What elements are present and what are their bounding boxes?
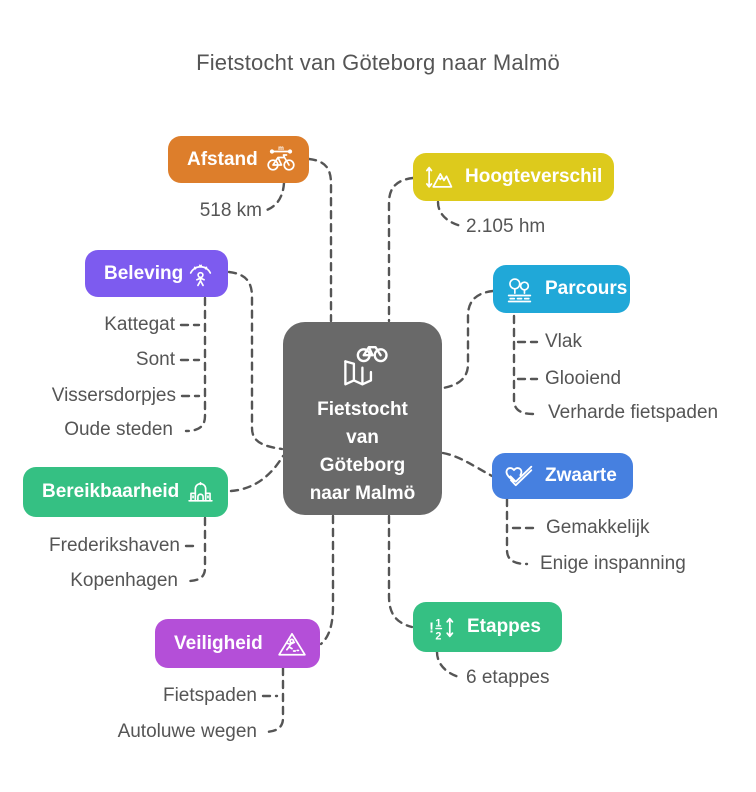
item-hoogteverschil-0: 2.105 hm — [466, 216, 546, 237]
connector-veiligheid-center — [319, 514, 335, 646]
station-building-icon — [188, 481, 213, 502]
item-parcours-1: Glooiend — [545, 368, 622, 389]
connector-hoogteverschil-item — [436, 200, 463, 228]
center-node: Fietstocht van Göteborg naar Malmö — [283, 322, 442, 515]
svg-text:♥: ♥ — [204, 265, 208, 272]
connector-etappes-item — [435, 650, 461, 679]
item-veiligheid-1: Autoluwe wegen — [117, 721, 257, 742]
branch-etappes: ! 1 2 Etappes — [413, 602, 562, 652]
branch-veiligheid: Veiligheid — [155, 619, 320, 668]
item-beleving-1: Sont — [135, 349, 175, 370]
item-parcours-0: Vlak — [545, 331, 582, 352]
branch-hoogteverschil-label: Hoogteverschil — [465, 166, 603, 187]
connector-afstand-center — [307, 157, 333, 323]
branch-bereikbaarheid: Bereikbaarheid — [23, 467, 228, 517]
item-veiligheid-0: Fietspaden — [162, 685, 257, 706]
warning-slip-icon — [278, 632, 306, 656]
mountains-elevation-icon — [425, 166, 453, 188]
branch-afstand-label: Afstand — [187, 148, 258, 170]
branch-beleving-label: Beleving — [104, 262, 184, 284]
connector-afstand-item — [262, 181, 286, 213]
svg-text:m: m — [278, 146, 284, 152]
branch-etappes-label: Etappes — [467, 616, 541, 637]
branch-bereikbaarheid-label: Bereikbaarheid — [42, 481, 180, 502]
svg-text:2: 2 — [435, 630, 441, 641]
connector-bereikbaarheid-items — [185, 516, 207, 583]
bicycle-distance-icon: m — [267, 146, 295, 171]
trees-road-icon — [507, 277, 532, 302]
connector-zwaarte-center — [441, 451, 494, 478]
svg-text:!: ! — [429, 620, 434, 636]
page-title: Fietstocht van Göteborg naar Malmö — [196, 50, 560, 75]
heart-checkmark-icon — [505, 465, 533, 487]
item-zwaarte-1: Enige inspanning — [540, 553, 686, 574]
connector-zwaarte-items — [505, 497, 529, 566]
branch-parcours: Parcours — [493, 265, 630, 313]
connector-parcours-center — [441, 289, 495, 390]
numbered-sort-icon: ! 1 2 — [429, 617, 454, 641]
svg-text:♥: ♥ — [193, 265, 197, 272]
connector-beleving-items — [184, 296, 207, 433]
item-etappes-0: 6 etappes — [466, 667, 550, 688]
map-bicycle-icon — [343, 345, 388, 386]
branch-parcours-label: Parcours — [545, 278, 628, 299]
branch-beleving: Beleving ♥ ♥ ♥ — [85, 250, 228, 297]
item-afstand-0: 518 km — [199, 200, 262, 221]
item-zwaarte-0: Gemakkelijk — [546, 517, 650, 538]
branch-zwaarte: Zwaarte — [492, 453, 633, 499]
branch-veiligheid-label: Veiligheid — [174, 632, 263, 654]
item-beleving-0: Kattegat — [104, 314, 175, 335]
connector-beleving-center — [227, 270, 284, 451]
connector-bereikbaarheid-center — [229, 454, 285, 493]
item-beleving-2: Vissersdorpjes — [51, 385, 176, 406]
connector-parcours-items — [512, 314, 535, 416]
item-bereikbaarheid-1: Kopenhagen — [70, 570, 178, 591]
item-beleving-3: Oude steden — [64, 419, 173, 440]
branch-zwaarte-label: Zwaarte — [545, 465, 617, 486]
person-hearts-icon: ♥ ♥ ♥ — [189, 263, 212, 287]
branch-hoogteverschil: Hoogteverschil — [413, 153, 614, 201]
svg-text:1: 1 — [435, 617, 441, 629]
item-parcours-2: Verharde fietspaden — [548, 402, 719, 423]
svg-text:♥: ♥ — [199, 263, 203, 270]
item-bereikbaarheid-0: Frederikshaven — [49, 535, 180, 556]
branch-afstand: Afstand m — [168, 136, 309, 183]
connector-veiligheid-items — [262, 666, 285, 734]
connector-etappes-center — [387, 514, 414, 629]
connector-hoogteverschil-center — [387, 176, 415, 323]
center-node-label: Fietstocht van Göteborg naar Malmö — [309, 399, 416, 504]
